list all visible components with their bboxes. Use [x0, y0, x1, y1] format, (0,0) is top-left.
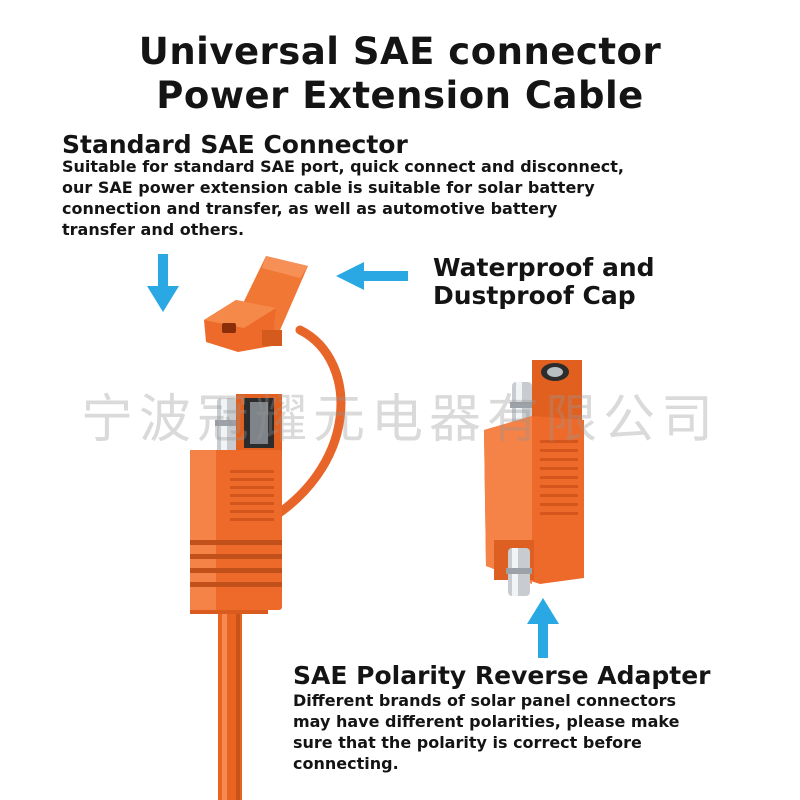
arrow-down-icon	[147, 254, 179, 312]
cap-heading-line: Waterproof and	[433, 253, 655, 282]
description-line: transfer and others.	[62, 220, 245, 239]
description-line: Suitable for standard SAE port, quick co…	[62, 157, 625, 176]
watermark: 宁波冠耀元电器有限公司	[80, 390, 719, 450]
description-line: our SAE power extension cable is suitabl…	[62, 178, 595, 197]
page-title: Universal SAE connector Power Extension …	[0, 30, 800, 118]
main-connector	[190, 394, 282, 610]
cable	[190, 596, 268, 800]
description-line: connecting.	[293, 754, 399, 773]
description-line: Different brands of solar panel connecto…	[293, 691, 676, 710]
arrow-up-icon	[527, 598, 559, 658]
description-line: may have different polarities, please ma…	[293, 712, 680, 731]
cap-heading: Waterproof and Dustproof Cap	[433, 254, 655, 310]
standard-connector-description: Suitable for standard SAE port, quick co…	[62, 156, 624, 240]
waterproof-cap	[204, 256, 308, 352]
title-line-2: Power Extension Cable	[156, 74, 644, 117]
description-line: connection and transfer, as well as auto…	[62, 199, 558, 218]
cap-heading-line: Dustproof Cap	[433, 281, 636, 310]
standard-connector-heading: Standard SAE Connector	[62, 130, 408, 159]
polarity-adapter	[484, 360, 584, 596]
title-line-1: Universal SAE connector	[138, 30, 662, 73]
adapter-description: Different brands of solar panel connecto…	[293, 690, 679, 774]
adapter-heading: SAE Polarity Reverse Adapter	[293, 661, 711, 690]
cap-tether	[255, 325, 346, 530]
description-line: sure that the polarity is correct before	[293, 733, 642, 752]
arrow-left-icon	[336, 262, 408, 290]
